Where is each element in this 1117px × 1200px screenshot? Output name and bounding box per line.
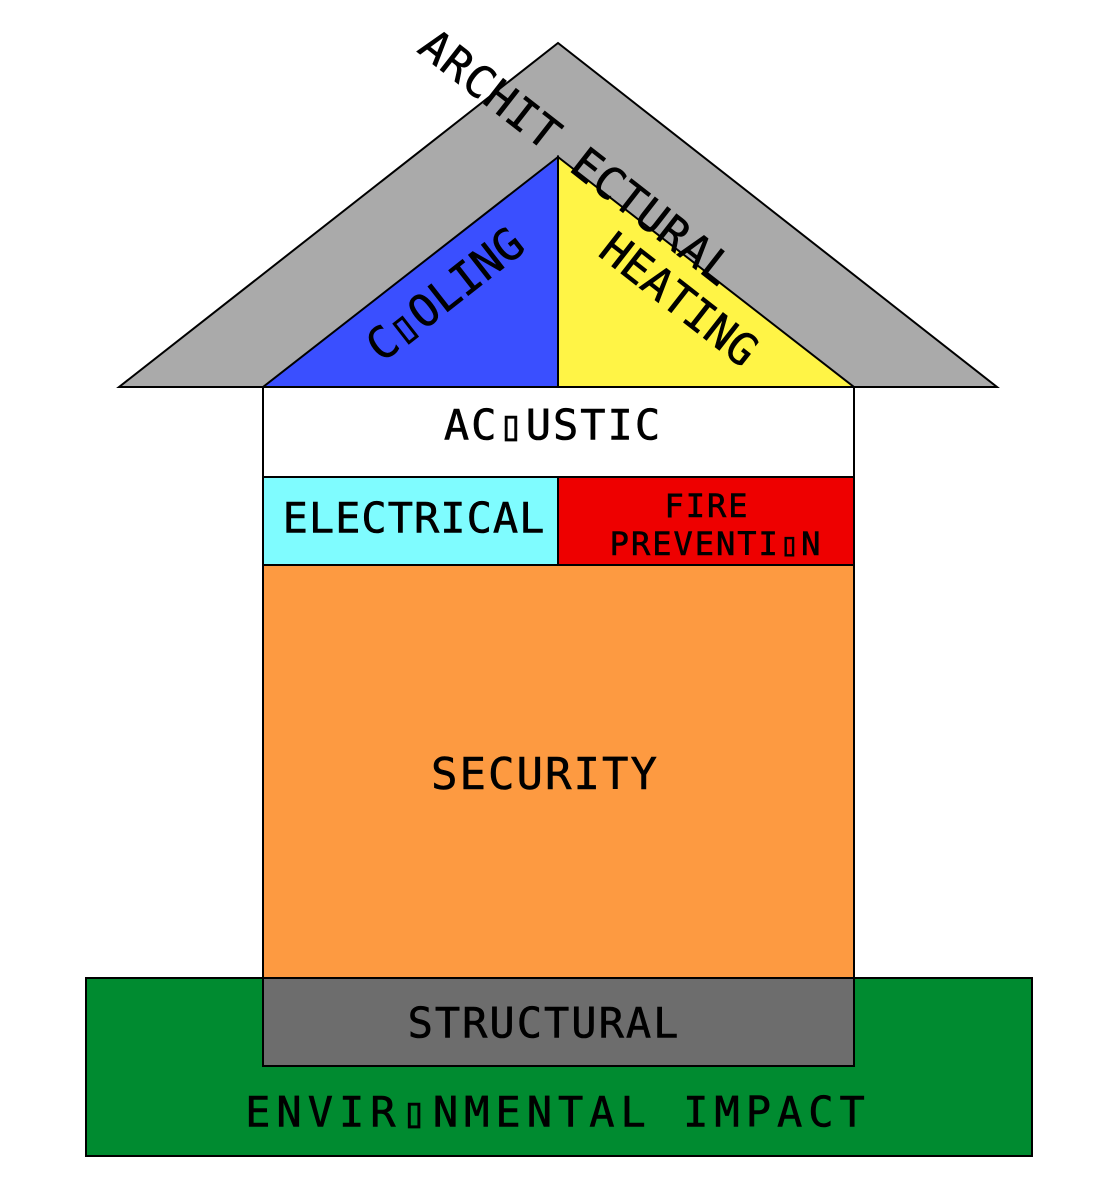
security-label: SECURITY — [431, 749, 659, 800]
environmental-impact-label: ENVIR▯NMENTAL IMPACT — [245, 1088, 871, 1137]
fire-prevention-label-line2: PREVENTI▯N — [610, 525, 823, 563]
heating-triangle — [557, 154, 857, 388]
fire-prevention-block — [557, 476, 855, 566]
acoustic-block — [262, 386, 855, 478]
acoustic-label: AC▯USTIC — [444, 401, 662, 450]
electrical-block — [262, 476, 559, 566]
structural-label: STRUCTURAL — [408, 999, 681, 1048]
security-block — [262, 564, 855, 979]
fire-prevention-label-line1: FIRE — [664, 487, 749, 525]
electrical-label: ELECTRICAL — [283, 494, 546, 543]
structural-block — [262, 977, 855, 1067]
